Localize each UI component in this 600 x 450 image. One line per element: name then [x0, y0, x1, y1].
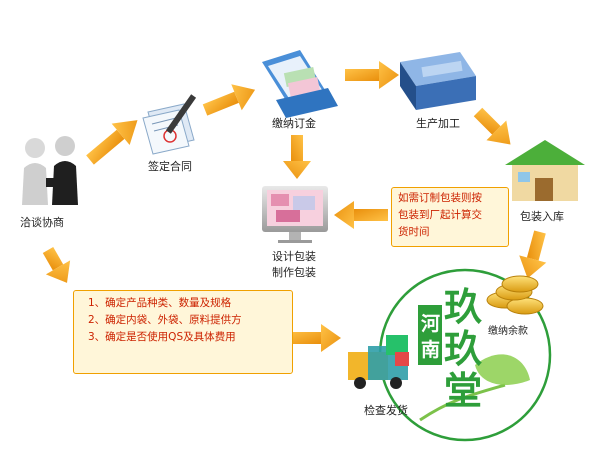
seal-char-big-3: 堂	[444, 368, 483, 413]
step-item: 3、确定是否使用QS及具体费用	[88, 331, 236, 343]
flow-arrows	[42, 61, 547, 352]
arrow-package-to-balance	[519, 230, 547, 279]
balance-label: 缴纳余款	[488, 326, 528, 337]
arrow-produce-to-package	[473, 107, 511, 145]
arrow-steps-to-ship	[285, 324, 341, 352]
note-line: 包装到厂起计算交	[398, 209, 482, 221]
deposit-icon	[262, 50, 338, 118]
design-label-line2: 制作包装	[272, 266, 316, 279]
package-label: 包装入库	[520, 210, 564, 223]
contract-icon	[142, 94, 197, 155]
negotiate-icon	[22, 136, 78, 205]
produce-icon	[400, 52, 476, 110]
produce-label: 生产加工	[416, 117, 460, 130]
step-item: 2、确定内袋、外袋、原料提供方	[88, 314, 242, 326]
arrow-negotiate-to-contract	[86, 120, 138, 165]
step-item: 1、确定产品种类、数量及规格	[88, 297, 232, 309]
ship-label: 检查发货	[364, 404, 408, 417]
negotiate-label: 洽谈协商	[20, 216, 64, 229]
arrow-negotiate-to-steps	[42, 246, 71, 283]
design-label-line1: 设计包装	[272, 250, 316, 263]
arrow-deposit-to-produce	[345, 61, 399, 89]
seal-char-small-2: 南	[421, 339, 441, 361]
custom-packaging-note: 如需订制包装则按 包装到厂起计算交 货时间	[391, 187, 509, 247]
deposit-label: 缴纳订金	[272, 117, 316, 130]
design-icon	[262, 186, 328, 243]
arrow-contract-to-deposit	[202, 84, 256, 116]
note-line: 货时间	[398, 226, 430, 238]
seal-char-small-1: 河	[421, 313, 441, 335]
ship-icon	[348, 335, 409, 389]
package-icon	[505, 140, 585, 201]
negotiation-steps-box: 1、确定产品种类、数量及规格 2、确定内袋、外袋、原料提供方 3、确定是否使用Q…	[73, 290, 293, 374]
arrow-note-to-design	[334, 201, 388, 229]
balance-icon	[486, 275, 544, 315]
contract-label: 签定合同	[148, 160, 192, 173]
arrow-deposit-to-design	[283, 135, 311, 179]
seal-char-big-2: 玖	[444, 326, 483, 371]
note-line: 如需订制包装则按	[398, 192, 482, 204]
seal-char-big-1: 玖	[444, 284, 483, 329]
